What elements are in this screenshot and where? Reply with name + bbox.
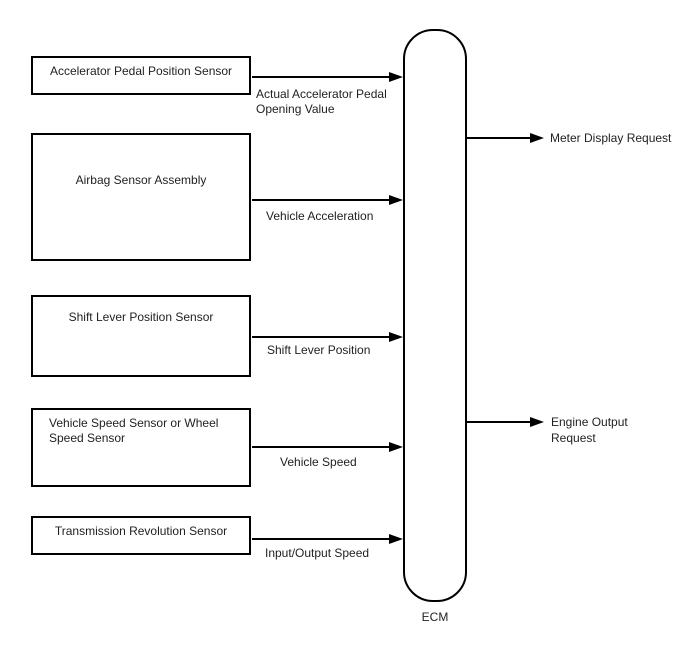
output-label-engine-output-request: Engine Output Request <box>551 415 628 445</box>
arrow-head-icon <box>530 133 544 143</box>
signal-label-actual-accelerator-pedal-opening-value: Actual Accelerator Pedal Opening Value <box>256 87 387 116</box>
sensor-box-accelerator-pedal-position: Accelerator Pedal Position Sensor <box>31 56 251 95</box>
arrow-head-icon <box>530 417 544 427</box>
input-arrow-input-output-speed <box>252 534 403 544</box>
input-arrow-accelerator-pedal <box>252 72 403 82</box>
arrow-head-icon <box>389 332 403 342</box>
ecm-box <box>403 29 467 602</box>
sensor-box-label: Accelerator Pedal Position Sensor <box>49 64 233 78</box>
input-arrow-shift-lever-position <box>252 332 403 342</box>
arrow-head-icon <box>389 442 403 452</box>
ecm-label: ECM <box>421 610 449 624</box>
signal-label-vehicle-acceleration: Vehicle Acceleration <box>266 209 374 223</box>
sensor-box-label: Vehicle Speed Sensor or Wheel Speed Sens… <box>49 416 219 445</box>
input-arrow-vehicle-acceleration <box>252 195 403 205</box>
arrow-head-icon <box>389 72 403 82</box>
sensor-box-label: Transmission Revolution Sensor <box>54 524 228 538</box>
signal-label-shift-lever-position: Shift Lever Position <box>267 343 371 357</box>
sensor-box-airbag-sensor-assembly: Airbag Sensor Assembly <box>31 133 251 261</box>
arrow-head-icon <box>389 195 403 205</box>
output-arrow-engine-output-request <box>466 417 544 427</box>
output-arrow-meter-display-request <box>466 133 544 143</box>
signal-label-input-output-speed: Input/Output Speed <box>265 546 370 560</box>
input-arrow-vehicle-speed <box>252 442 403 452</box>
signal-label-vehicle-speed: Vehicle Speed <box>280 455 357 469</box>
arrow-head-icon <box>389 534 403 544</box>
sensor-box-label: Airbag Sensor Assembly <box>75 173 207 187</box>
sensor-box-transmission-revolution: Transmission Revolution Sensor <box>31 516 251 555</box>
output-label-meter-display-request: Meter Display Request <box>550 131 672 145</box>
sensor-box-shift-lever-position: Shift Lever Position Sensor <box>31 295 251 377</box>
sensor-box-vehicle-speed: Vehicle Speed Sensor or Wheel Speed Sens… <box>31 408 251 487</box>
sensor-box-label: Shift Lever Position Sensor <box>68 310 214 324</box>
